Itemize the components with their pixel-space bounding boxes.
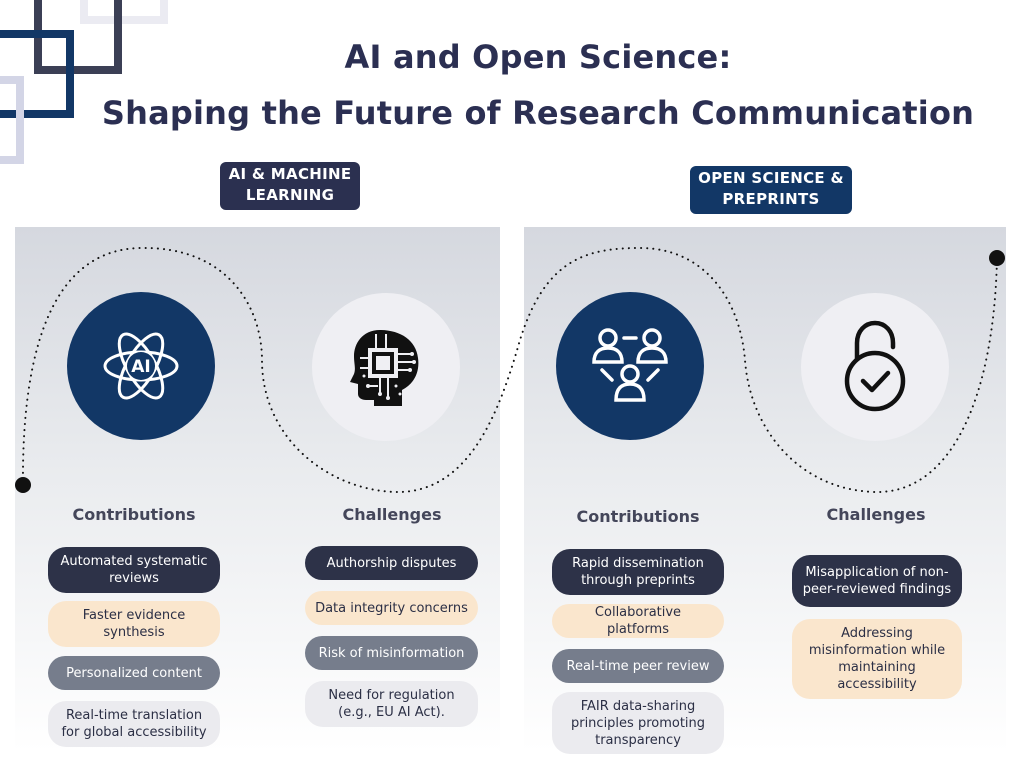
corner-decoration [0,0,168,164]
ai-section-badge: AI & MACHINE LEARNING [220,162,360,210]
os-challenges-heading: Challenges [826,505,926,524]
os-contribution-item: Real-time peer review [552,649,724,683]
ai-challenges-heading: Challenges [342,505,442,524]
page-title-line-2: Shaping the Future of Research Communica… [101,94,975,132]
ai-challenge-item: Risk of misinformation [305,636,478,670]
ai-contribution-item: Personalized content [48,656,220,690]
people-circle [556,292,704,440]
head-circle [312,293,460,441]
ai-challenge-item: Data integrity concerns [305,591,478,625]
open-lock-check-icon [844,320,906,412]
ai-atom-icon: AI [103,332,179,400]
ai-circle: AI [67,292,215,440]
lock-circle [801,293,949,441]
os-challenge-item: Addressing misinformation while maintain… [792,619,962,699]
os-challenge-item: Misapplication of non-peer-reviewed find… [792,555,962,607]
ai-challenge-item: Authorship disputes [305,546,478,580]
people-network-icon [592,328,668,402]
ai-contributions-heading: Contributions [72,505,196,524]
open-science-section-badge: OPEN SCIENCE & PREPRINTS [690,166,852,214]
os-contribution-item: Collaborative platforms [552,604,724,638]
ai-contribution-item: Automated systematic reviews [48,547,220,593]
ai-contribution-item: Real-time translation for global accessi… [48,701,220,747]
digital-head-icon [350,330,419,406]
os-contribution-item: Rapid dissemination through preprints [552,549,724,595]
os-contributions-heading: Contributions [576,507,700,526]
ai-icon-label: AI [131,357,150,377]
page-title-line-1: AI and Open Science: [344,38,732,76]
ai-challenge-item: Need for regulation (e.g., EU AI Act). [305,681,478,727]
ai-contribution-item: Faster evidence synthesis [48,601,220,647]
os-contribution-item: FAIR data-sharing principles promoting t… [552,692,724,754]
